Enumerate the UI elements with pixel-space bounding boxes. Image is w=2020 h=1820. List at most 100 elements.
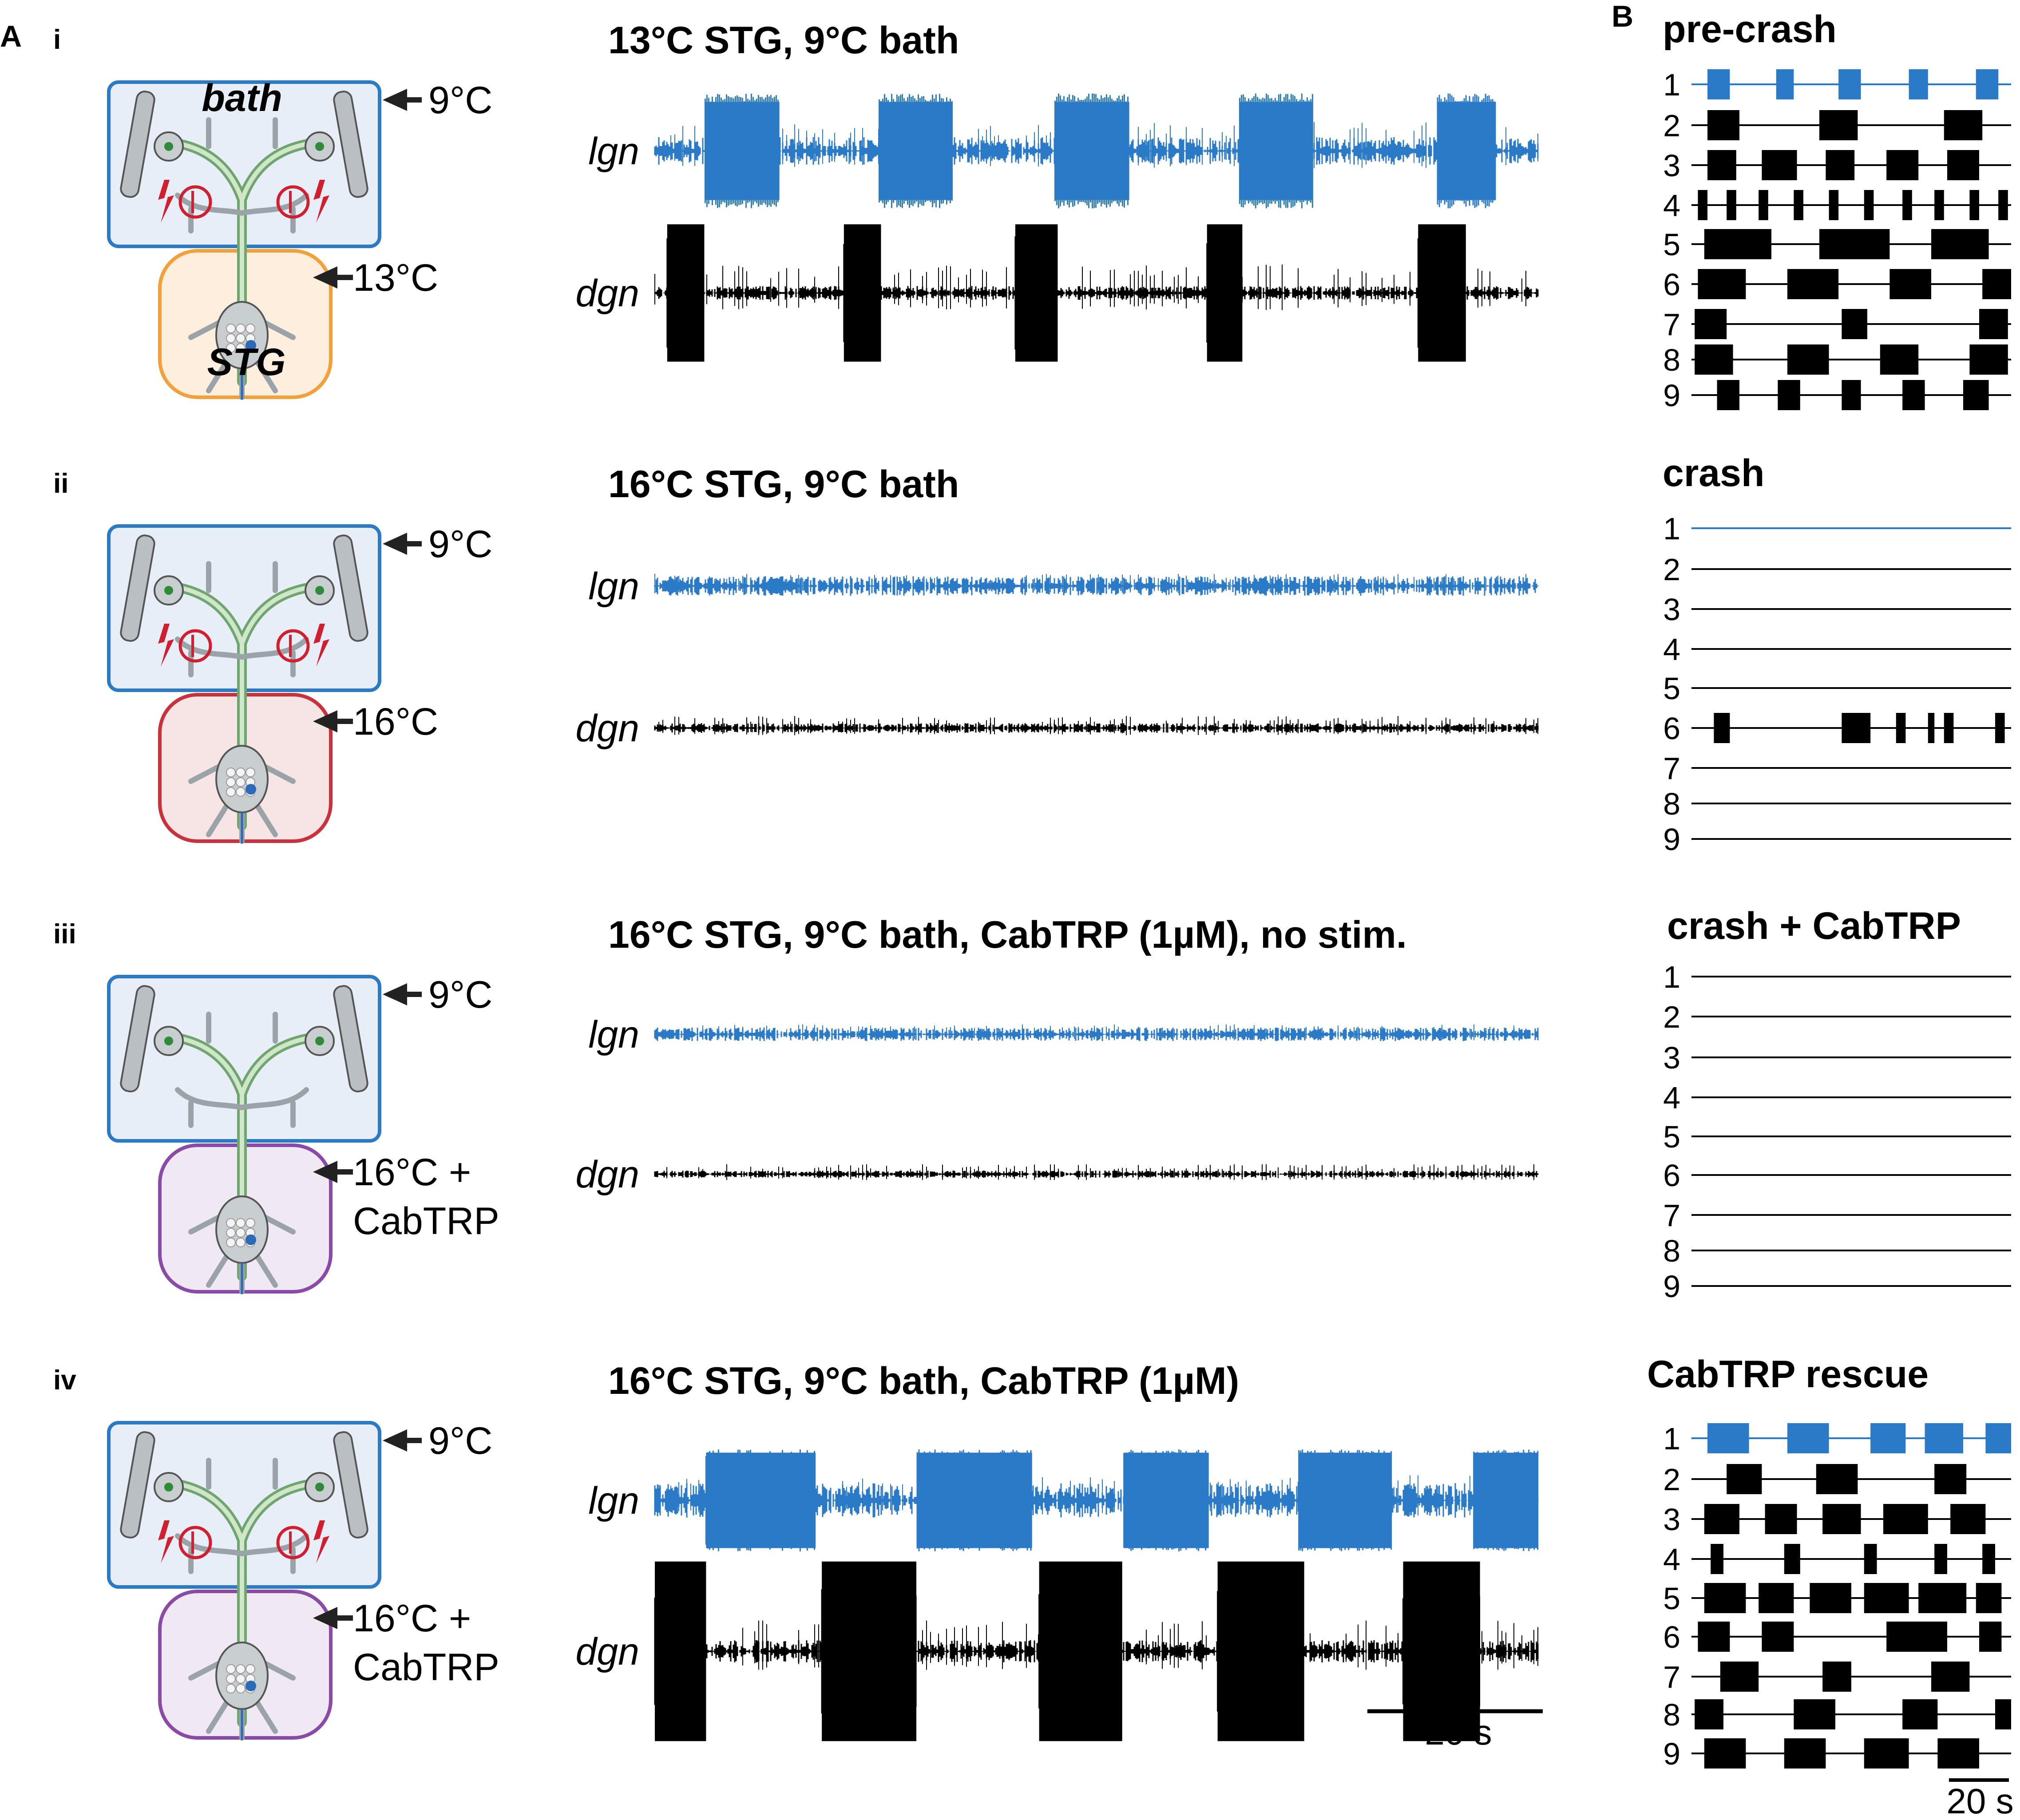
raster-burst: [1896, 713, 1906, 743]
raster-row-2: 2: [1663, 552, 2011, 587]
raster-burst: [1704, 1504, 1739, 1534]
trace-dgn: dgn: [576, 1561, 1539, 1741]
trace-label: dgn: [576, 1630, 640, 1673]
burst: [1298, 1449, 1392, 1551]
raster-burst: [1995, 1699, 2011, 1729]
right-commissural-connective: [333, 985, 368, 1092]
row-roman-numeral: iv: [53, 1365, 76, 1396]
raster-row-number: 6: [1663, 1158, 1680, 1193]
right-commissural-connective: [333, 91, 368, 198]
left-commissural-connective: [120, 534, 155, 642]
burst: [1239, 93, 1313, 209]
raster-burst: [1976, 69, 1999, 99]
raster-group-title: pre-crash: [1663, 8, 1837, 51]
raster-burst: [1707, 1423, 1749, 1453]
raster-burst: [1784, 1544, 1800, 1574]
raster-group-title: CabTRP rescue: [1647, 1353, 1929, 1396]
raster-row-number: 1: [1663, 1421, 1680, 1456]
raster-row-number: 8: [1663, 787, 1680, 821]
raster-row-number: 9: [1663, 1269, 1680, 1304]
raster-row-8: 8: [1663, 1697, 2011, 1732]
raster-burst: [1787, 269, 1839, 299]
trace-label: dgn: [576, 272, 640, 315]
burst: [916, 1449, 1032, 1551]
raster-burst: [1937, 1738, 1979, 1769]
raster-burst: [1704, 229, 1771, 259]
raster-burst: [1864, 1738, 1909, 1769]
raster-row-6: 6: [1663, 711, 2011, 746]
raster-burst: [1985, 1423, 2011, 1453]
raster-row-number: 2: [1663, 108, 1680, 143]
raster-burst: [1976, 1583, 2002, 1613]
trace-lgn: lgn: [588, 1449, 1539, 1551]
raster-burst: [1778, 380, 1800, 410]
raster-burst: [1711, 1544, 1723, 1574]
raster-burst: [1842, 380, 1861, 410]
raster-row-3: 3: [1663, 1502, 2011, 1537]
stg-condition: CabTRP: [353, 1646, 499, 1689]
trace-lgn: lgn: [588, 93, 1539, 209]
raster-burst: [1810, 1583, 1851, 1613]
raster-row-number: 6: [1663, 267, 1680, 302]
raster-row-3: 3: [1663, 592, 2011, 627]
raster-row-number: 5: [1663, 1120, 1680, 1154]
raster-burst: [1934, 190, 1944, 220]
raster-row-number: 2: [1663, 1462, 1680, 1497]
stg-label: STG: [207, 341, 286, 384]
burst: [1038, 1561, 1122, 1741]
raster-row-number: 5: [1663, 227, 1680, 262]
raster-burst: [1931, 229, 1989, 259]
raster-row-number: 8: [1663, 343, 1680, 377]
raster-burst: [1883, 1504, 1928, 1534]
raster-burst: [1950, 1504, 1986, 1534]
row-roman-numeral: ii: [53, 468, 68, 499]
raster-burst: [1784, 1738, 1826, 1769]
raster-burst: [1880, 344, 1919, 375]
trace-dgn: dgn: [576, 224, 1539, 362]
panel-b-scale-label: 20 s: [1946, 1781, 2013, 1820]
raster-row-number: 6: [1663, 711, 1680, 746]
raster-row-7: 7: [1663, 751, 2011, 786]
burst: [654, 1561, 706, 1741]
trace-label: dgn: [576, 707, 640, 750]
burst: [1417, 224, 1466, 362]
raster-burst: [1707, 69, 1730, 99]
burst: [1437, 93, 1496, 209]
stg-temperature: 16°C +: [353, 1597, 471, 1640]
lightning-bolt-icon: [158, 1520, 174, 1563]
raster-row-2: 2: [1663, 108, 2011, 143]
raster-row-3: 3: [1663, 1041, 2011, 1075]
preparation-schematic: 9°C16°C +CabTRP: [107, 1420, 499, 1741]
raster-burst: [1902, 380, 1925, 410]
raster-row-8: 8: [1663, 343, 2011, 377]
raster-burst: [1698, 190, 1707, 220]
raster-row-3: 3: [1663, 148, 2011, 183]
stim-electrodes: [158, 180, 329, 223]
raster-row-number: 1: [1663, 511, 1680, 546]
raster-row-1: 1: [1663, 1421, 2011, 1456]
raster-burst: [1714, 713, 1730, 743]
raster-burst: [1787, 1423, 1829, 1453]
raster-burst: [1947, 150, 1979, 180]
raster-burst: [1695, 1699, 1723, 1729]
raster-burst: [1762, 1622, 1794, 1652]
burst: [843, 224, 881, 362]
raster-burst: [1704, 1738, 1746, 1769]
raster-burst: [1838, 69, 1861, 99]
raster-burst: [1727, 1464, 1762, 1494]
raster-row-6: 6: [1663, 267, 2011, 302]
lightning-bolt-icon: [313, 180, 329, 223]
raster-row-9: 9: [1663, 378, 2011, 413]
raster-row-number: 9: [1663, 1737, 1680, 1771]
raster-burst: [1776, 69, 1794, 99]
raster-burst: [1695, 344, 1733, 375]
raster-burst: [1944, 110, 1983, 140]
burst: [878, 94, 953, 208]
raster-burst: [1822, 1662, 1851, 1692]
raster-burst: [1969, 190, 1979, 220]
burst: [1123, 1449, 1209, 1551]
